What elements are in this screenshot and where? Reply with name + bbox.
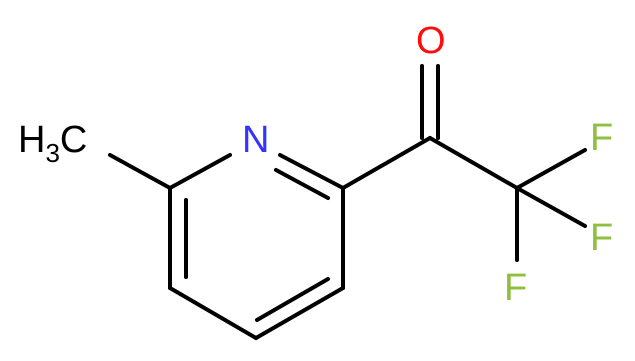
oxygen-atom: O [416,20,446,62]
bond-carbonyl-cf3 [428,136,519,190]
bond-c2-carbonyl [341,136,432,190]
methyl-label: H3C [18,119,87,168]
bond-ch3-c6 [108,153,172,190]
methyl-subscript: 3 [45,138,59,168]
fluorine-atom-3: F [504,267,527,309]
bond-n-c2-inner [274,168,330,200]
bond-c4-c5 [168,286,258,340]
bond-n-c2 [278,153,345,190]
methyl-h: H [18,119,45,161]
nitrogen-atom: N [242,119,269,161]
bond-c3-c4-inner [255,277,330,322]
bond-cf3-f1 [515,148,587,190]
bond-cf3-f2 [515,186,587,228]
bond-c3-c4 [254,286,345,340]
fluorine-atom-2: F [590,217,613,259]
methyl-c: C [60,119,87,161]
fluorine-atom-1: F [590,117,613,159]
bond-c6-n [168,153,232,190]
